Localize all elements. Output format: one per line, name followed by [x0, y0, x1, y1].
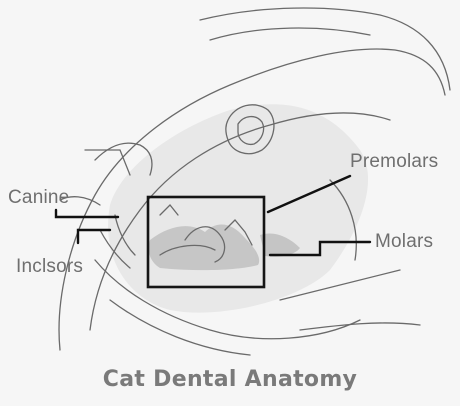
diagram-title: Cat Dental Anatomy [0, 367, 460, 392]
label-molars: Molars [375, 231, 433, 253]
label-canine: Canine [8, 187, 69, 209]
incisors-leader-line [78, 230, 110, 243]
label-incisors: Inclsors [16, 256, 83, 278]
label-premolars: Premolars [350, 151, 438, 173]
